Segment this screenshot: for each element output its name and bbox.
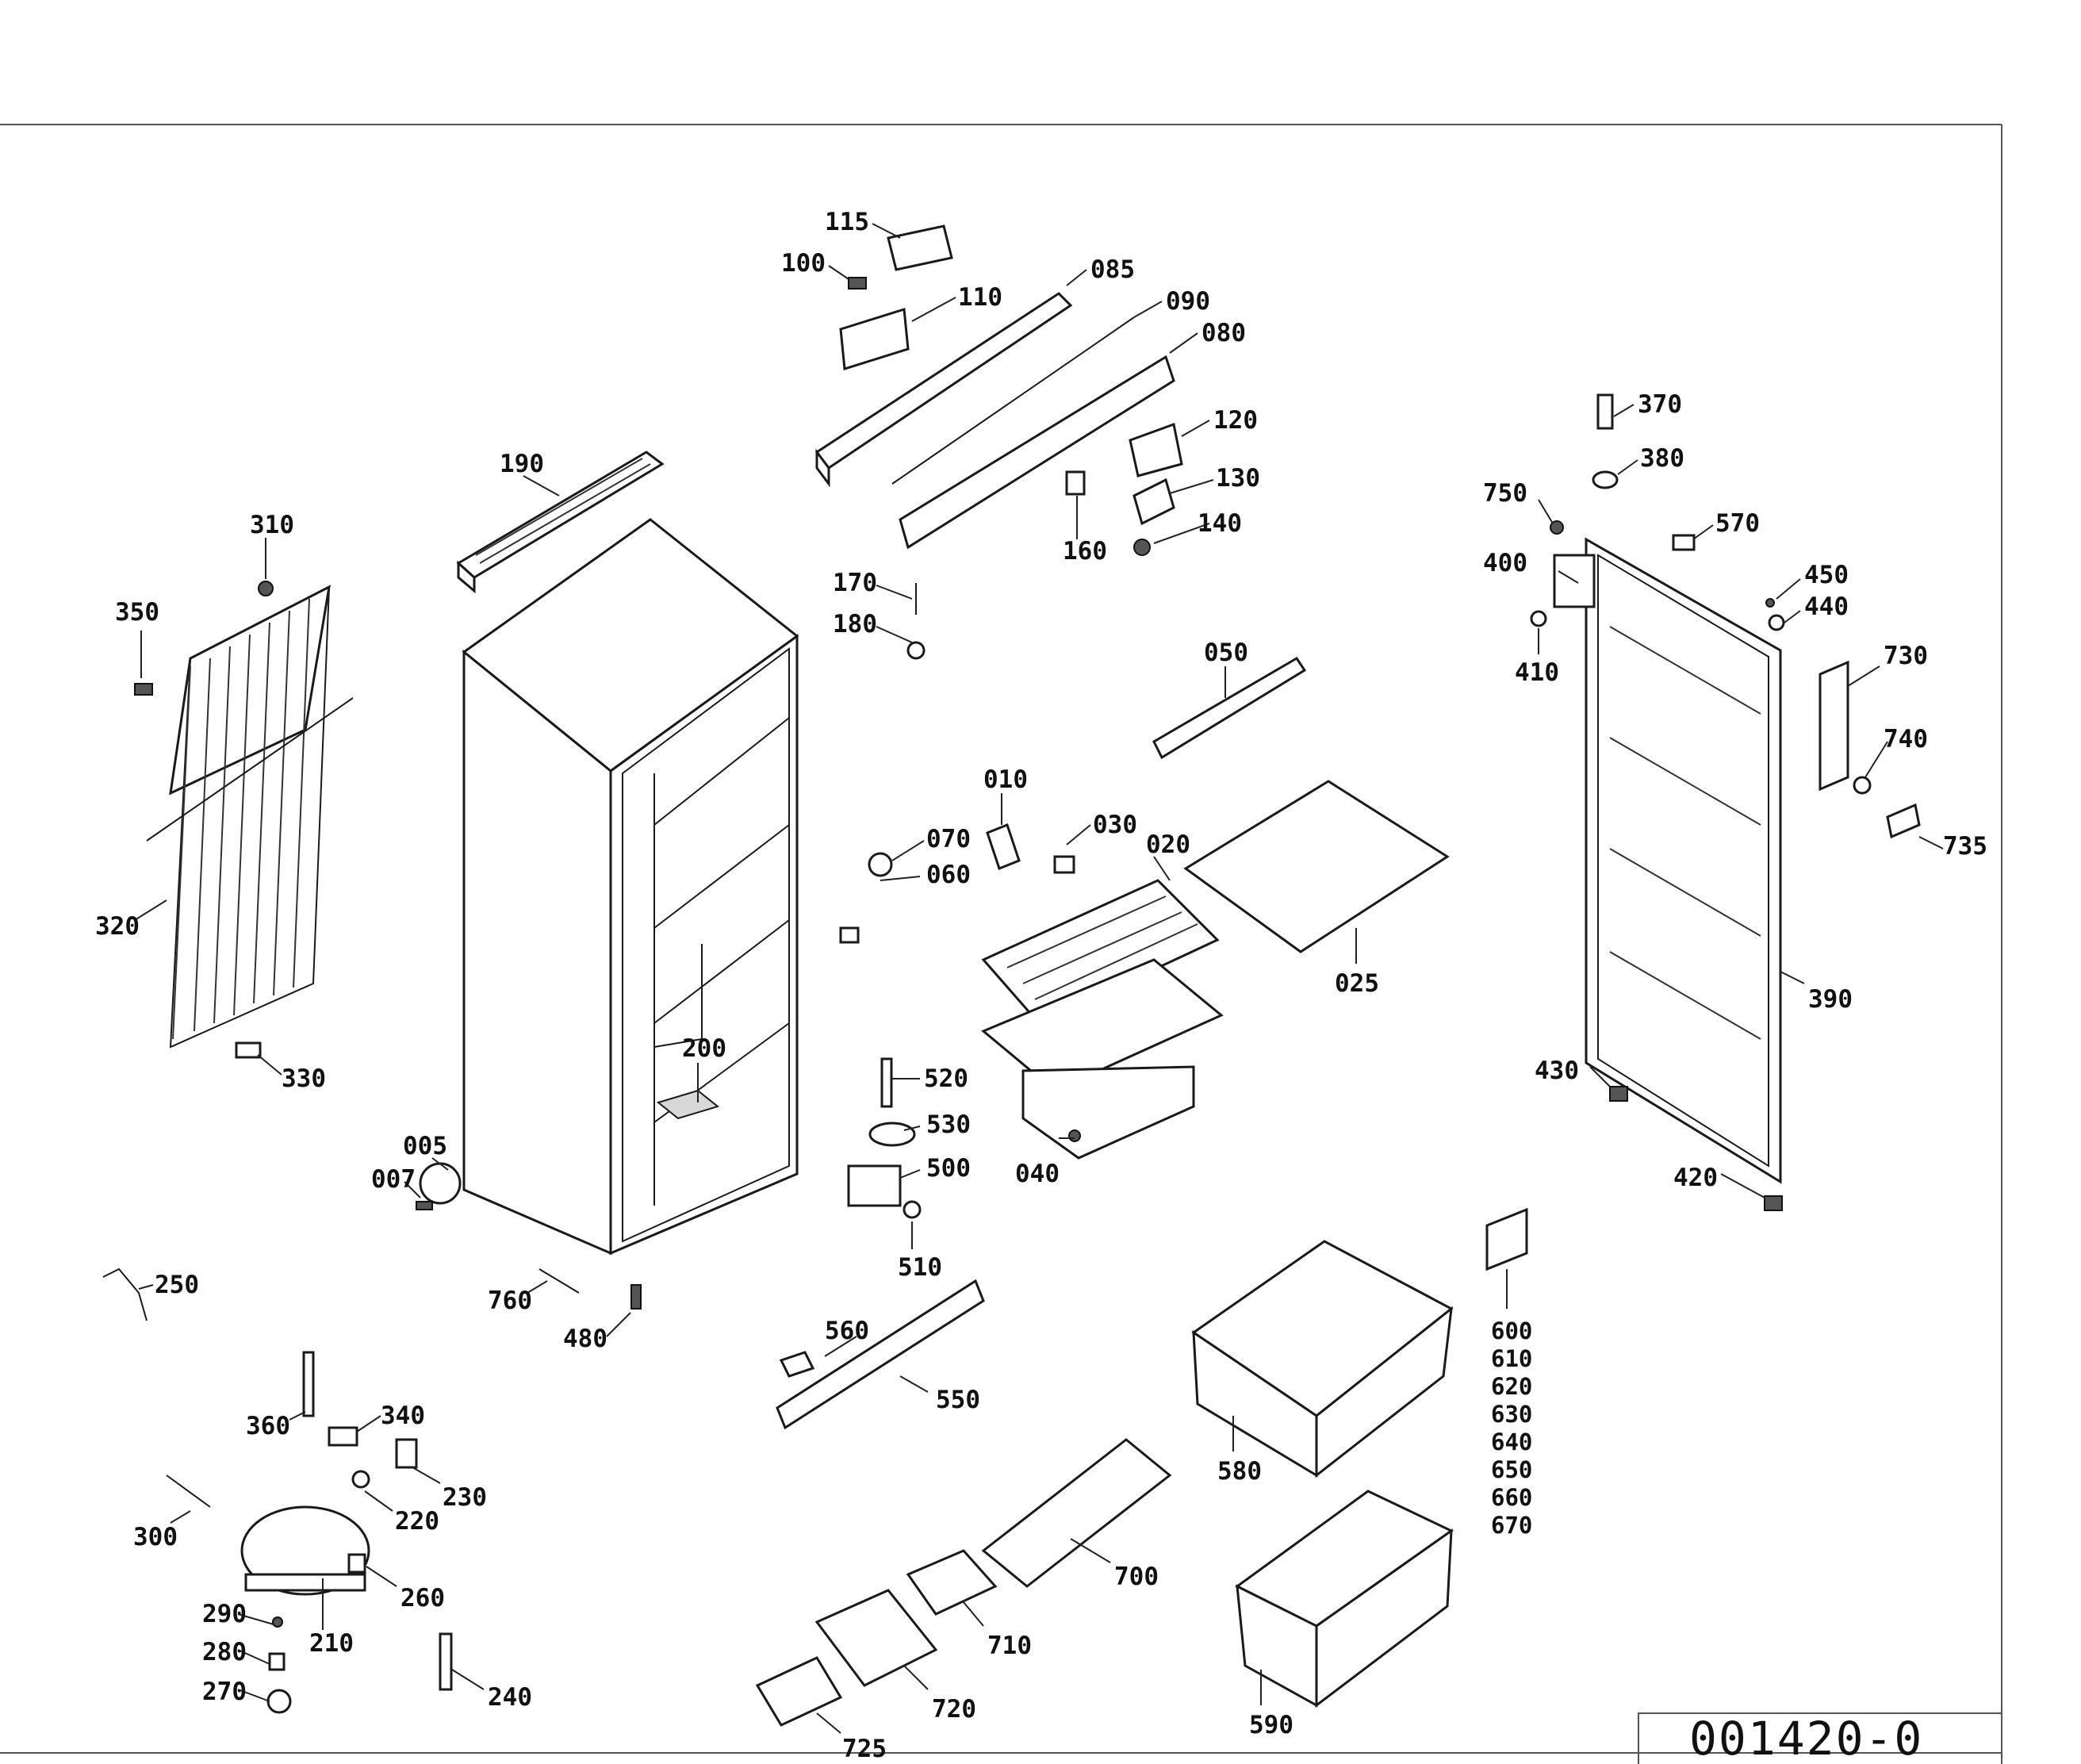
stacked-label: 620 — [1491, 1373, 1532, 1400]
label-160: 160 — [1063, 537, 1107, 566]
label-050: 050 — [1204, 638, 1248, 667]
stacked-label: 650 — [1491, 1456, 1532, 1483]
label-170: 170 — [833, 569, 877, 597]
front-sill — [776, 1279, 985, 1430]
label-370: 370 — [1638, 390, 1682, 419]
label-210: 210 — [309, 1629, 354, 1658]
label-480: 480 — [563, 1325, 607, 1353]
label-410: 410 — [1515, 658, 1559, 687]
label-280: 280 — [202, 1638, 247, 1666]
label-180: 180 — [833, 610, 877, 638]
label-230: 230 — [443, 1483, 487, 1512]
label-750: 750 — [1483, 479, 1527, 508]
label-270: 270 — [202, 1678, 247, 1706]
label-200: 200 — [682, 1034, 726, 1063]
crisper-drawers — [1191, 1207, 1528, 1708]
label-340: 340 — [381, 1402, 425, 1430]
label-580: 580 — [1217, 1457, 1262, 1486]
label-010: 010 — [983, 765, 1028, 794]
stacked-label: 660 — [1491, 1484, 1532, 1511]
stacked-label: 670 — [1491, 1512, 1532, 1539]
label-110: 110 — [958, 283, 1002, 312]
label-260: 260 — [400, 1584, 445, 1613]
label-720: 720 — [932, 1695, 976, 1724]
label-020: 020 — [1146, 830, 1190, 859]
label-190: 190 — [500, 450, 544, 478]
control-panel-parts — [814, 224, 1183, 660]
label-725: 725 — [842, 1735, 887, 1763]
label-250: 250 — [155, 1271, 199, 1299]
label-570: 570 — [1715, 509, 1760, 538]
label-085: 085 — [1090, 255, 1135, 284]
label-550: 550 — [936, 1386, 980, 1414]
label-290: 290 — [202, 1600, 247, 1628]
label-400: 400 — [1483, 549, 1527, 577]
label-240: 240 — [488, 1683, 532, 1712]
trays — [755, 1438, 1172, 1727]
label-760: 760 — [488, 1287, 532, 1315]
label-500: 500 — [926, 1154, 971, 1183]
label-700: 700 — [1114, 1563, 1159, 1591]
label-005: 005 — [403, 1132, 447, 1160]
misc-parts — [102, 1162, 642, 1321]
label-390: 390 — [1808, 985, 1853, 1014]
condenser — [134, 581, 354, 1059]
label-530: 530 — [926, 1110, 971, 1139]
compressor-group — [166, 1351, 453, 1714]
door — [1530, 393, 1921, 1211]
drawing-number: 001420-0 — [1689, 1712, 1923, 1764]
label-740: 740 — [1884, 725, 1928, 754]
label-120: 120 — [1213, 406, 1258, 435]
hinge-parts — [847, 1057, 922, 1219]
label-060: 060 — [926, 861, 971, 889]
label-450: 450 — [1804, 561, 1849, 589]
label-430: 430 — [1535, 1056, 1579, 1085]
label-330: 330 — [282, 1064, 326, 1093]
label-350: 350 — [115, 598, 159, 627]
label-510: 510 — [898, 1253, 942, 1282]
top-grill — [456, 451, 665, 594]
label-710: 710 — [987, 1632, 1032, 1660]
label-090: 090 — [1166, 287, 1210, 316]
label-440: 440 — [1804, 592, 1849, 621]
label-030: 030 — [1093, 811, 1137, 839]
stacked-label: 600 — [1491, 1317, 1532, 1344]
stacked-label: 630 — [1491, 1401, 1532, 1428]
label-590: 590 — [1249, 1711, 1293, 1739]
label-310: 310 — [250, 511, 294, 539]
label-100: 100 — [781, 249, 826, 278]
label-300: 300 — [133, 1523, 178, 1551]
leader-lines — [134, 223, 1944, 1734]
label-140: 140 — [1198, 509, 1242, 538]
label-115: 115 — [825, 208, 869, 236]
label-730: 730 — [1884, 642, 1928, 670]
label-040: 040 — [1015, 1160, 1060, 1188]
stacked-part-labels: 600 610 620 630 640 650 660 670 — [1491, 1317, 1532, 1539]
label-070: 070 — [926, 825, 971, 853]
stacked-label: 640 — [1491, 1428, 1532, 1455]
label-025: 025 — [1335, 969, 1379, 998]
front-bar — [1152, 656, 1307, 760]
stacked-label: 610 — [1491, 1345, 1532, 1372]
label-380: 380 — [1640, 444, 1684, 473]
label-560: 560 — [825, 1317, 869, 1345]
label-007: 007 — [371, 1165, 416, 1194]
cabinet-body — [462, 518, 799, 1256]
part-labels: 115 100 110 085 090 080 120 130 140 160 … — [95, 208, 1987, 1763]
label-080: 080 — [1201, 319, 1246, 347]
drawing-frame — [0, 124, 2002, 1764]
label-130: 130 — [1216, 464, 1260, 493]
label-320: 320 — [95, 912, 140, 941]
label-360: 360 — [246, 1412, 290, 1440]
label-220: 220 — [395, 1507, 439, 1536]
label-520: 520 — [924, 1064, 968, 1093]
shelves — [839, 780, 1450, 1160]
label-420: 420 — [1673, 1164, 1718, 1192]
label-735: 735 — [1943, 832, 1987, 861]
